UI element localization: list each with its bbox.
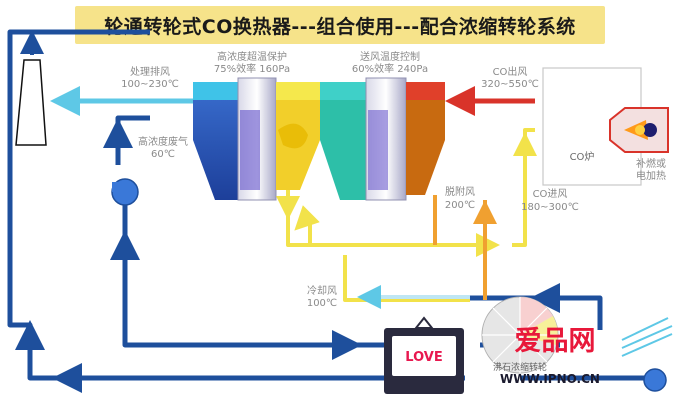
hx2-name-label: 送风温度控制 [360,50,420,63]
watermark-text: 爱品网 [515,326,596,357]
chimney [15,30,47,146]
heat-exchanger-1 [193,77,320,201]
watermark-url: WWW.IPNO.CN [500,372,600,386]
rotor-label: 沸石浓缩转轮 [493,361,547,373]
watermark-badge: LOVE [405,350,442,365]
fan-exhaust [643,368,667,392]
hx1-spec-label: 75%效率 160Pa [214,62,290,75]
concentrator-rotor [481,296,559,374]
co-furnace-label: CO炉 [570,151,595,163]
hx2-spec-label: 60%效率 240Pa [352,62,428,75]
title-banner: 轮通转轮式CO换热器---组合使用---配合浓缩转轮系统 [75,6,605,44]
co-in-name-label: CO进风 [533,188,568,200]
heat-exchanger-2 [320,77,445,201]
diagram-labels: 高浓度超温保护 75%效率 160Pa 送风温度控制 60%效率 240Pa 处… [121,50,666,373]
cool-name-label: 冷却风 [307,284,337,297]
desorb-name-label: 脱附风 [445,185,475,198]
fan-high-gas [111,178,139,206]
diagram-title: 轮通转轮式CO换热器---组合使用---配合浓缩转轮系统 [104,15,576,38]
co-out-name-label: CO出风 [493,65,528,78]
burn-label-1: 补燃或 [636,157,666,170]
dark-blue-arrows [14,118,560,393]
high-gas-name-label: 高浓度废气 [138,135,188,148]
hx1-name-label: 高浓度超温保护 [217,50,287,63]
co-in-temp-label: 180~300℃ [521,202,579,213]
co-furnace [542,67,669,186]
high-gas-temp-label: 60℃ [151,149,175,160]
cool-temp-label: 100℃ [307,298,337,309]
exhaust-name-label: 处理排风 [130,65,170,78]
burn-label-2: 电加热 [636,169,666,182]
exhaust-temp-label: 100~230℃ [121,79,179,90]
desorb-temp-label: 200℃ [445,200,475,211]
co-out-temp-label: 320~550℃ [481,79,539,90]
orange-desorb-pipe [433,195,497,300]
watermark: LOVE 爱品网 WWW.IPNO.CN [384,316,673,394]
